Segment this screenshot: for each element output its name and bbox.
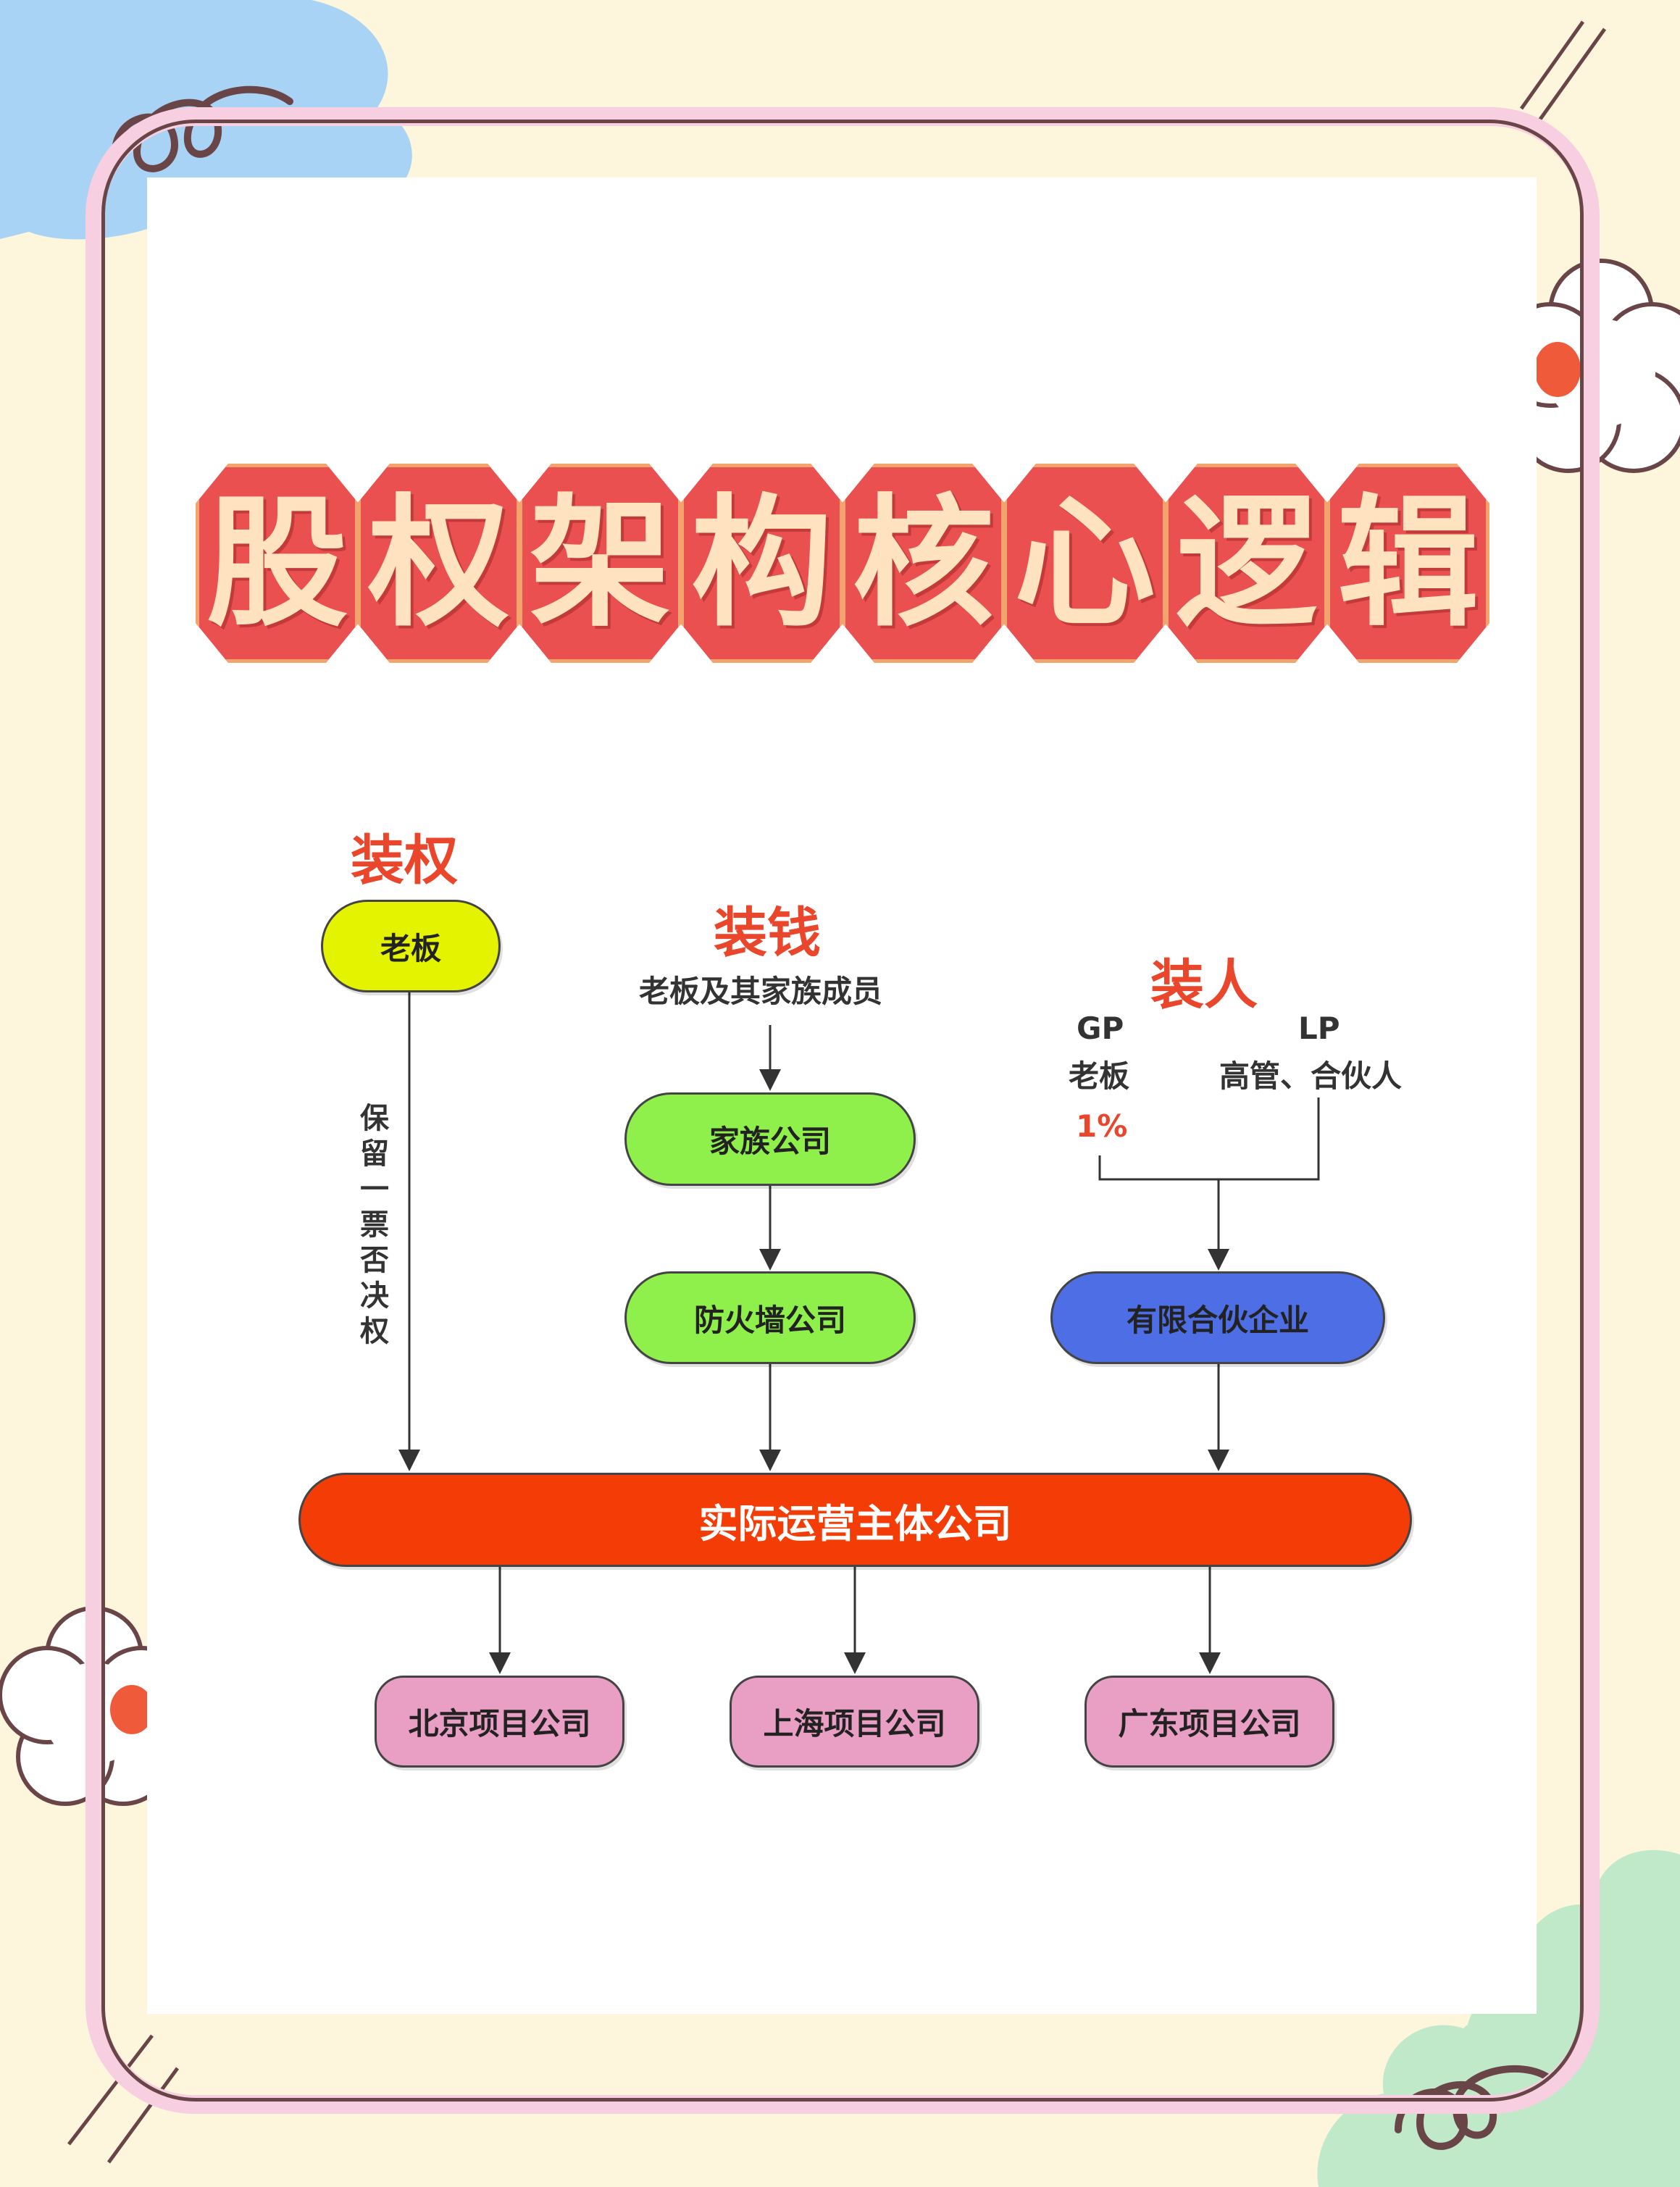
veto-char: 保 <box>360 1102 389 1135</box>
heading-people: 装人 <box>1150 954 1258 1016</box>
gp-holder: 老板 <box>1069 1058 1130 1094</box>
lp-holder: 高管、合伙人 <box>1219 1058 1403 1094</box>
veto-char: 否 <box>360 1244 389 1277</box>
inner-frame <box>101 120 1584 2102</box>
veto-char: 票 <box>360 1208 389 1242</box>
veto-char: 一 <box>360 1173 389 1206</box>
title-char: 架 <box>519 464 682 663</box>
title-char: 股 <box>196 464 359 663</box>
title-char: 心 <box>1003 464 1166 663</box>
title-char: 权 <box>357 464 520 663</box>
node-operating-entity: 实际运营主体公司 <box>298 1473 1412 1567</box>
title-char: 核 <box>842 464 1005 663</box>
node-boss: 老板 <box>321 900 501 992</box>
title-char: 构 <box>680 464 843 663</box>
gp-share: 1% <box>1076 1108 1128 1144</box>
title-char: 逻 <box>1165 464 1328 663</box>
node-limited-partnership: 有限合伙企业 <box>1050 1271 1385 1364</box>
heading-money: 装钱 <box>714 902 821 964</box>
veto-note: 保 留 一 票 否 决 权 <box>356 1101 393 1350</box>
money-source: 老板及其家族成员 <box>639 974 883 1009</box>
node-project-guangdong: 广东项目公司 <box>1085 1676 1334 1768</box>
node-firewall-company: 防火墙公司 <box>624 1271 916 1364</box>
title-char: 辑 <box>1326 464 1489 663</box>
gp-lp-bracket <box>1098 1097 1320 1181</box>
veto-char: 权 <box>360 1315 389 1348</box>
page-title: 股 权 架 构 核 心 逻 辑 <box>196 464 1521 663</box>
gp-label: GP <box>1077 1011 1124 1046</box>
node-family-company: 家族公司 <box>624 1092 916 1186</box>
node-project-shanghai: 上海项目公司 <box>730 1676 979 1768</box>
veto-char: 留 <box>360 1137 389 1171</box>
node-project-beijing: 北京项目公司 <box>375 1676 624 1768</box>
veto-char: 决 <box>360 1279 389 1313</box>
lp-label: LP <box>1298 1011 1340 1046</box>
heading-equity: 装权 <box>351 829 458 892</box>
